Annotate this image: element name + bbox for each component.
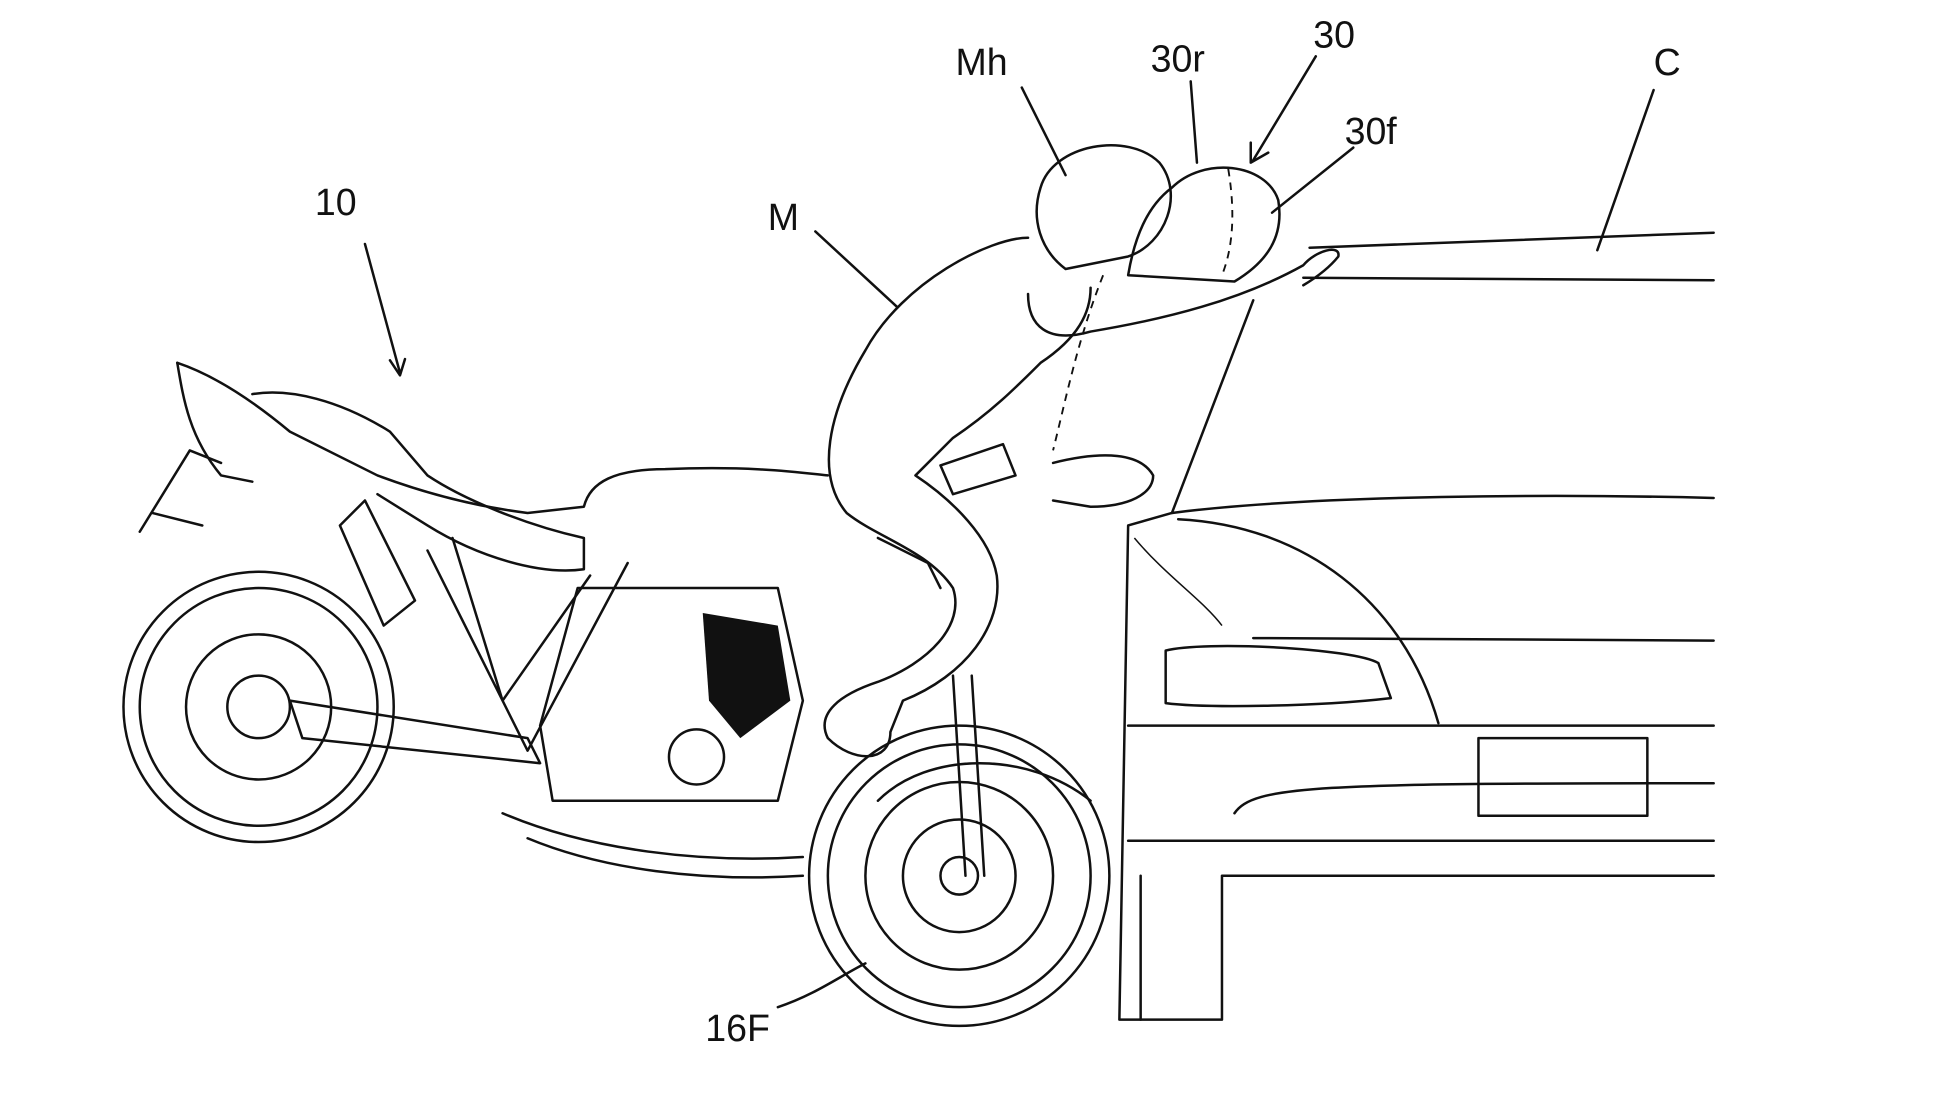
label-front-wheel: 16F (705, 1007, 770, 1049)
leader-lines (363, 55, 1655, 1009)
airbag (1052, 166, 1281, 451)
label-airbag-rear: 30r (1151, 37, 1205, 79)
label-airbag: 30 (1313, 14, 1355, 56)
label-car: C (1654, 41, 1681, 83)
motorcycle (122, 361, 1111, 1028)
label-rider-head: Mh (955, 41, 1007, 83)
car (1118, 231, 1715, 1021)
label-rider: M (768, 196, 799, 238)
label-airbag-front: 30f (1345, 110, 1398, 152)
label-motorcycle: 10 (315, 181, 357, 223)
rider (823, 144, 1340, 758)
